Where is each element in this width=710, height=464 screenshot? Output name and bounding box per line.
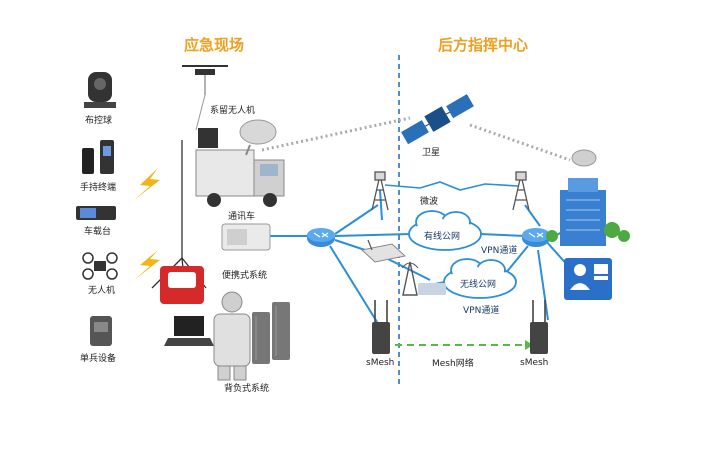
comm-vehicle-label: 通讯车 [228, 212, 256, 222]
soldier-device-label: 单兵设备 [80, 354, 117, 364]
operator-person-icon [213, 291, 251, 381]
backpack-system-label: 背负式系统 [224, 384, 270, 394]
lightning-icon [134, 168, 160, 200]
wireless-net-cloud-icon [443, 258, 517, 299]
soldier-device-icon [90, 316, 112, 346]
lightning-icon [134, 250, 160, 280]
microwave-tower-icon [512, 171, 530, 211]
wireless-net-label: 无线公网 [460, 280, 497, 290]
smesh-device-icon [372, 300, 390, 354]
satellite-icon [401, 94, 474, 145]
wired-net-cloud-icon [408, 210, 482, 251]
router-icon [307, 228, 335, 247]
microwave-label: 微波 [420, 197, 439, 207]
handheld-terminal-label: 手持终端 [80, 183, 117, 193]
command-center-building-icon [546, 149, 630, 246]
smesh-device-icon [530, 300, 548, 354]
ptz-camera-label: 布控球 [85, 116, 113, 126]
satellite-link-left [261, 116, 411, 152]
satellite-link-right [469, 123, 571, 162]
modem-icon [360, 239, 407, 263]
command-center-section-title: 后方指挥中心 [438, 36, 529, 54]
router-icon [522, 228, 550, 247]
ptz-camera-icon [84, 72, 116, 108]
operator-workstation-icon [564, 258, 612, 300]
portable-system-icon [221, 223, 271, 251]
smesh-right-label: sMesh [520, 358, 549, 368]
generator-icon [160, 266, 204, 304]
comm-vehicle-icon [195, 119, 285, 207]
tethered-drone-label: 系留无人机 [210, 106, 256, 116]
drone-label: 无人机 [88, 286, 116, 296]
vpn-tunnel-label: VPN通道 [481, 246, 518, 256]
handheld-terminal-icon [82, 140, 114, 174]
drone-icon [82, 252, 118, 280]
onsite-section-title: 应急现场 [184, 36, 245, 54]
mesh-network-label: Mesh网络 [432, 359, 474, 369]
vehicle-unit-icon [76, 206, 116, 220]
cell-tower-icon [401, 261, 446, 296]
laptop-icon [164, 316, 214, 346]
smesh-left-label: sMesh [366, 358, 395, 368]
microwave-tower-icon [371, 171, 389, 211]
satellite-label: 卫星 [422, 148, 441, 158]
tethered-drone-icon [182, 65, 228, 131]
microwave-link [384, 181, 519, 191]
portable-system-label: 便携式系统 [222, 271, 268, 281]
wired-net-label: 有线公网 [424, 232, 461, 242]
network-links [270, 189, 571, 331]
vpn-tunnel-label: VPN通道 [463, 306, 500, 316]
backpack-unit-icon [252, 302, 290, 364]
vehicle-unit-label: 车载台 [84, 227, 112, 237]
